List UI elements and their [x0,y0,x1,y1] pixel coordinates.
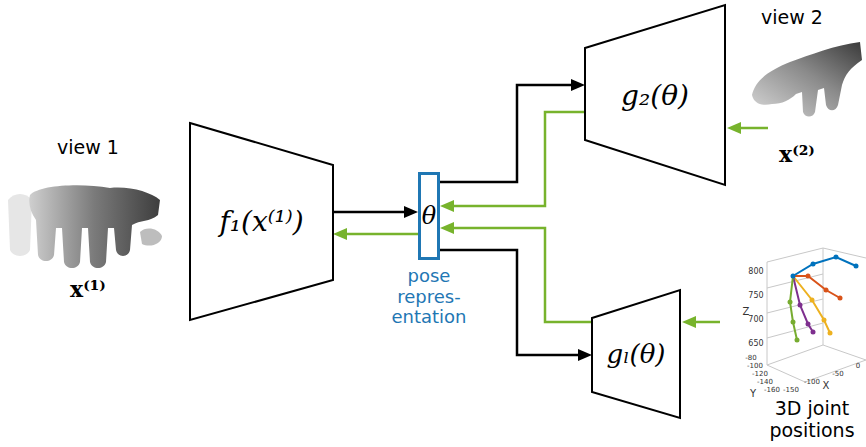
depth-shadow [8,194,32,256]
depth-thumb [140,229,162,246]
axis-tick: Y [750,388,756,400]
trapezoid-shape [585,5,725,185]
hand-skeleton [790,257,856,340]
depth-hand [29,185,160,268]
figure-label: x⁽¹⁾ [70,277,106,302]
pose-vector-box: θ [418,172,440,260]
trapezoid-shape [592,290,680,418]
depth-hand [752,42,862,117]
vector-caption: pose repres- entation [389,266,469,328]
flow-arrow [440,85,577,182]
axis-tick: 750 [748,291,763,300]
axis-tick: -100 [804,378,820,386]
figure-label: view 2 [761,7,823,29]
axis-tick: -150 [783,386,799,394]
axis-tick: 700 [748,315,763,324]
flow-arrow [440,250,584,355]
flow-arrow [448,112,585,206]
decoder-trapezoid: g₂(θ) [585,5,725,185]
target-arrow [735,127,768,130]
flow-arrow [448,228,592,322]
figure-label: view 1 [57,137,119,159]
flow-arrow [333,211,410,214]
figure-label: x⁽²⁾ [779,142,815,167]
node-label: gₗ(θ) [607,339,666,369]
axis-tick: 650 [748,339,763,348]
axis-tick: 800 [748,267,763,276]
plot-grid [767,248,866,382]
axis-tick: -140 [757,378,773,386]
joint-decoder-trapezoid: gₗ(θ) [592,290,680,418]
axis-tick: X [823,380,830,392]
axis-tick: 0 [856,362,860,370]
flow-arrow [341,233,418,236]
node-label: f₁(x⁽¹⁾) [219,205,303,238]
axis-tick: -160 [764,386,780,394]
axis-tick: -120 [752,370,768,378]
trapezoid-shape [190,123,333,320]
axis-tick: -50 [832,370,843,378]
node-label: g₂(θ) [621,79,689,112]
axis-tick: -100 [747,362,763,370]
encoder-trapezoid: f₁(x⁽¹⁾) [190,123,333,320]
figure-label: 3D joint positions [762,398,862,442]
joint-dots [788,255,859,343]
target-arrow [690,321,720,324]
node-label: θ [422,202,436,230]
axis-tick: -80 [745,354,756,362]
